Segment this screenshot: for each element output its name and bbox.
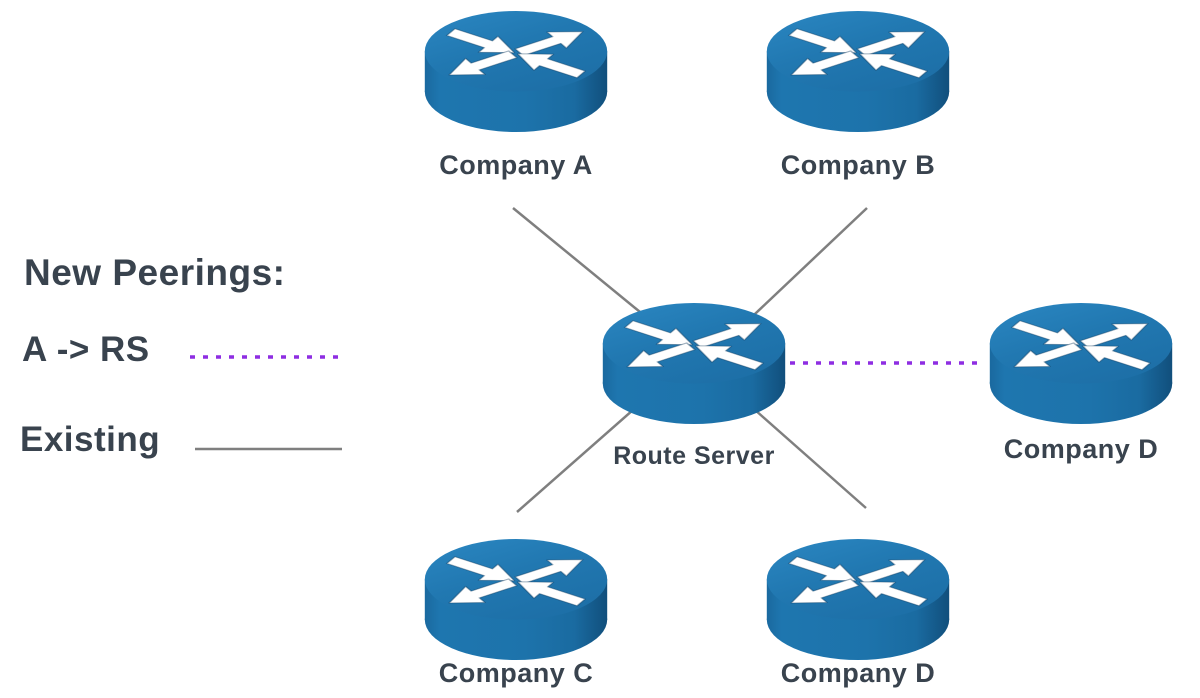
router-icon (762, 8, 954, 135)
router-icon (420, 8, 612, 135)
node-company-a: Company A (420, 8, 612, 180)
router-icon (762, 536, 954, 663)
node-label: Company D (1003, 434, 1159, 464)
link-company-a-route-server (512, 207, 663, 331)
router-icon (598, 300, 790, 427)
link-company-c-route-server (516, 401, 643, 513)
router-icon (420, 536, 612, 663)
node-company-b: Company B (762, 8, 954, 180)
legend-title: New Peerings: (24, 252, 286, 293)
legend-dotted-line-sample (190, 355, 344, 359)
node-label: Company B (780, 150, 936, 180)
node-label: Company C (438, 658, 594, 688)
link-company-b-route-server (737, 207, 868, 331)
node-label: Company A (439, 150, 593, 180)
router-icon (985, 300, 1177, 427)
legend-solid-line-sample (195, 447, 342, 451)
node-company-d-bottom: Company D (762, 536, 954, 688)
node-company-c: Company C (420, 536, 612, 688)
legend-item-new-peering-label: A -> RS (22, 330, 150, 369)
node-label: Company D (780, 658, 936, 688)
node-label: Route Server (613, 442, 775, 470)
legend-item-existing-label: Existing (20, 420, 161, 459)
node-route-server: Route Server (598, 300, 790, 470)
node-company-d-right: Company D (985, 300, 1177, 464)
link-company-d-bottom-route-server (745, 401, 867, 509)
